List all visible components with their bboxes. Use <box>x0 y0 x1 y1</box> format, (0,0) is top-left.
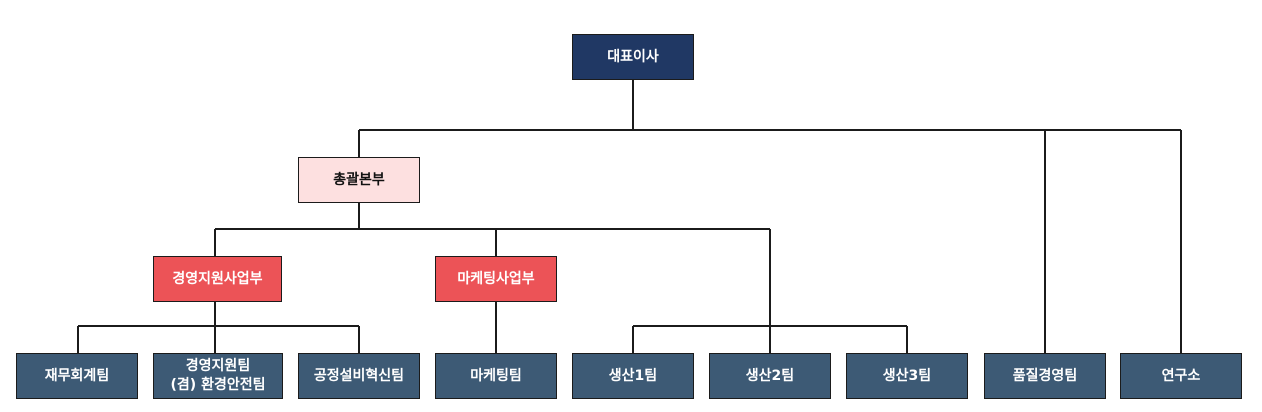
quality-management-team-box: 품질경영팀 <box>984 353 1106 399</box>
management-support-division-label: 경영지원사업부 <box>172 270 263 287</box>
finance-accounting-team-label: 재무회계팀 <box>44 367 110 384</box>
quality-management-team-label: 품질경영팀 <box>1012 367 1078 384</box>
management-support-division-box: 경영지원사업부 <box>153 256 282 302</box>
marketing-team-label: 마케팅팀 <box>470 367 522 384</box>
environment-safety-team-label: (겸) 환경안전팀 <box>170 377 266 393</box>
production-1-team-label: 생산1팀 <box>608 367 658 384</box>
production-2-team-label: 생산2팀 <box>745 367 795 384</box>
management-support-team-label: 경영지원팀 <box>185 358 251 374</box>
research-lab-box: 연구소 <box>1120 353 1242 399</box>
production-3-team-box: 생산3팀 <box>846 353 968 399</box>
hq-label: 총괄본부 <box>333 171 385 188</box>
ceo-label: 대표이사 <box>607 48 659 65</box>
process-equipment-innovation-team-box: 공정설비혁신팀 <box>298 353 420 399</box>
marketing-division-label: 마케팅사업부 <box>457 270 535 287</box>
management-support-team-box: 경영지원팀 (겸) 환경안전팀 <box>153 353 283 399</box>
production-2-team-box: 생산2팀 <box>709 353 831 399</box>
ceo-box: 대표이사 <box>572 34 694 80</box>
research-lab-label: 연구소 <box>1161 367 1201 384</box>
process-equipment-innovation-team-label: 공정설비혁신팀 <box>313 367 405 384</box>
finance-accounting-team-box: 재무회계팀 <box>16 353 138 399</box>
hq-box: 총괄본부 <box>298 157 420 203</box>
production-1-team-box: 생산1팀 <box>572 353 694 399</box>
production-3-team-label: 생산3팀 <box>882 367 932 384</box>
marketing-team-box: 마케팅팀 <box>435 353 557 399</box>
marketing-division-box: 마케팅사업부 <box>435 256 557 302</box>
